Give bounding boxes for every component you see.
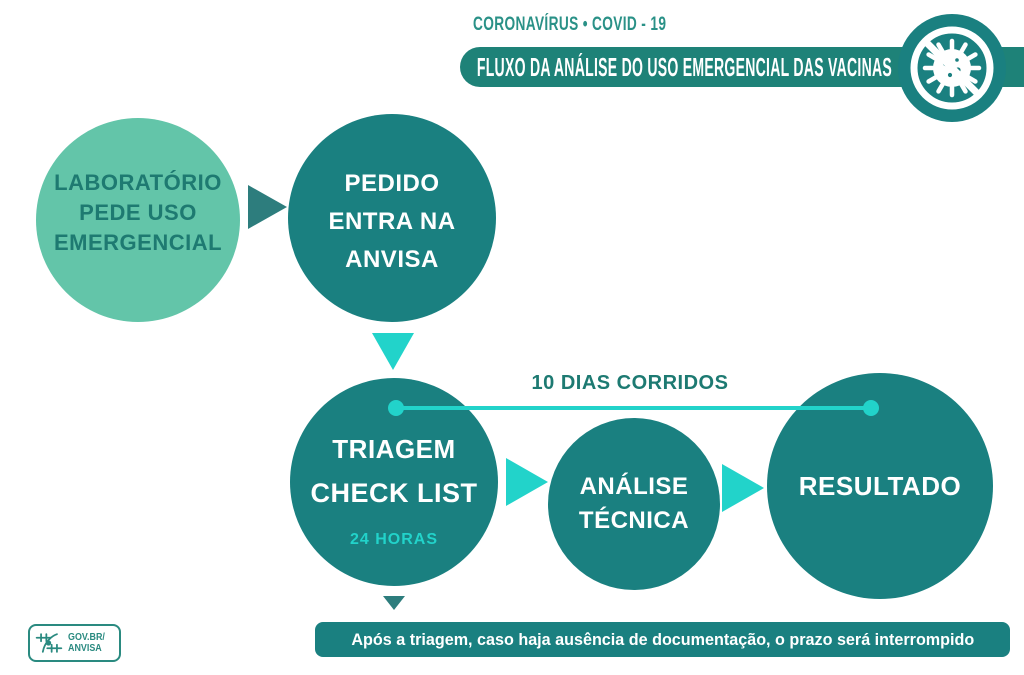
step-resultado-line1: RESULTADO [798,470,962,501]
arrow-down-dark-icon [383,596,405,610]
govbr-anvisa-logo: GOV.BR/ ANVISA [28,624,121,662]
header-kicker-text: CORONAVÍRUS • COVID - 19 [473,14,667,35]
step-laboratorio-line3: EMERGENCIAL [53,230,223,255]
step-analise-line2: TÉCNICA [578,507,690,534]
header-kicker: CORONAVÍRUS • COVID - 19 [473,14,742,36]
step-laboratorio-line2: PEDE USO [79,200,197,225]
timeline-label: 10 DIAS CORRIDOS [531,372,729,394]
footer-note-text: Após a triagem, caso haja ausência de do… [351,629,974,649]
title-banner-text: FLUXO DA ANÁLISE DO USO EMERGENCIAL DAS … [476,51,892,82]
no-virus-icon [898,14,1006,122]
step-analise-circle: ANÁLISE TÉCNICA [548,418,720,590]
step-resultado-circle: RESULTADO [767,373,993,599]
step-triagem-line2: CHECK LIST [310,478,478,508]
step-triagem-line1: TRIAGEM [332,434,456,464]
step-laboratorio-circle: LABORATÓRIO PEDE USO EMERGENCIAL [36,118,240,322]
step-pedido-line3: ANVISA [345,246,439,273]
arrow-right-cyan-icon [722,464,764,512]
arrow-right-cyan-icon [506,458,548,506]
anvisa-brand-mark-icon [35,633,63,653]
timeline-connector-line [396,406,872,410]
arrow-down-cyan-icon [372,333,414,370]
step-pedido-circle: PEDIDO ENTRA NA ANVISA [288,114,496,322]
logo-line2: ANVISA [68,642,102,654]
logo-line1: GOV.BR/ [68,630,105,643]
footer-note-banner: Após a triagem, caso haja ausência de do… [315,622,1010,657]
timeline-dot-start [388,400,404,416]
step-triagem-duration: 24 HORAS [349,531,439,548]
step-analise-line1: ANÁLISE [579,473,689,500]
step-pedido-line1: PEDIDO [344,170,440,197]
step-pedido-line2: ENTRA NA [328,208,456,235]
step-laboratorio-line1: LABORATÓRIO [54,170,222,195]
arrow-right-dark-icon [248,185,287,229]
timeline-dot-end [863,400,879,416]
